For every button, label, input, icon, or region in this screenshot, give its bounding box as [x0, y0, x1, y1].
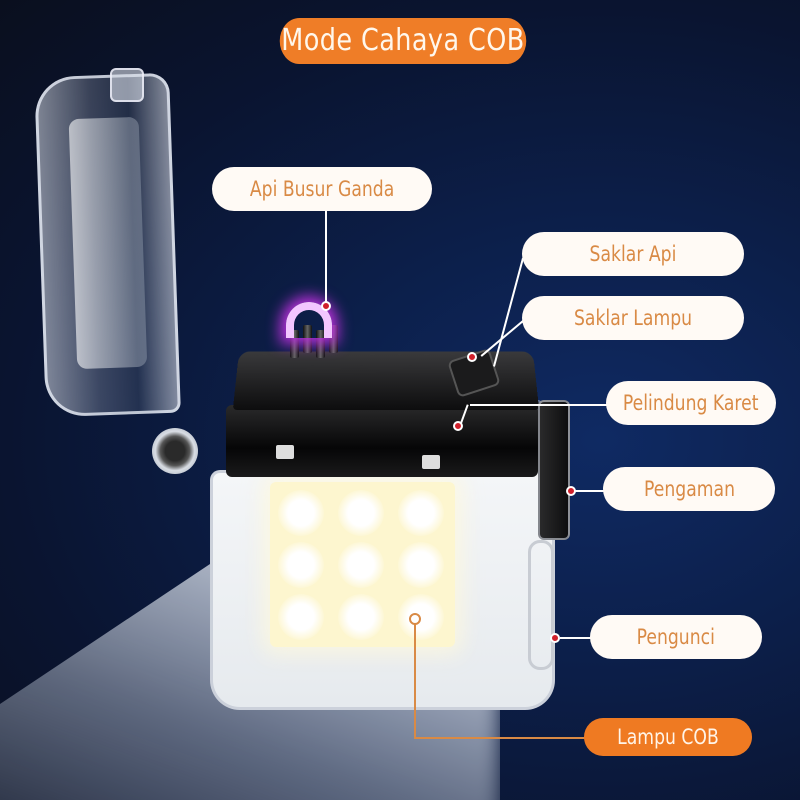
callout-line-safety	[575, 490, 610, 492]
label-text: Pelindung Karet	[623, 391, 759, 415]
marker-ring	[409, 613, 421, 625]
label-safety: Pengaman	[603, 467, 775, 511]
label-text: Api Busur Ganda	[249, 177, 395, 201]
led	[338, 542, 384, 588]
plasma-arc	[286, 302, 332, 338]
electrode	[316, 330, 325, 358]
led	[338, 594, 384, 640]
label-rubber-seal: Pelindung Karet	[606, 381, 776, 425]
safety-clip	[538, 400, 570, 540]
cob-light-panel	[270, 482, 455, 647]
black-band	[226, 405, 538, 477]
label-fire-switch: Saklar Api	[522, 232, 744, 276]
callout-line-arc	[325, 210, 327, 310]
led	[398, 542, 444, 588]
label-text: Pengaman	[643, 477, 735, 501]
electrode	[329, 325, 338, 353]
label-text: Pengunci	[636, 625, 716, 649]
electrode	[290, 330, 299, 358]
lid-window	[68, 116, 148, 370]
led	[398, 594, 444, 640]
callout-line-cob-horizontal	[414, 737, 590, 739]
marker-dot	[321, 301, 331, 311]
label-text: Lampu COB	[617, 725, 719, 749]
led	[278, 594, 324, 640]
hinge-screw	[152, 428, 198, 474]
label-lock: Pengunci	[590, 615, 762, 659]
marker-dot	[550, 633, 560, 643]
open-lid	[34, 72, 181, 418]
marker-dot	[453, 421, 463, 431]
marker-dot	[566, 486, 576, 496]
label-lamp-switch: Saklar Lampu	[522, 296, 744, 340]
electrode	[303, 325, 312, 353]
led	[278, 490, 324, 536]
label-text: Saklar Api	[589, 242, 677, 266]
lid-top-nub	[110, 68, 144, 102]
callout-line-cob-vertical	[414, 624, 416, 738]
indicator	[276, 445, 294, 459]
led	[398, 490, 444, 536]
callout-line-seal	[470, 404, 610, 406]
callout-line-lock	[560, 637, 595, 639]
led	[338, 490, 384, 536]
label-cob-lamp: Lampu COB	[584, 718, 752, 756]
marker-dot	[467, 352, 477, 362]
label-text: Saklar Lampu	[573, 306, 693, 330]
label-dual-arc: Api Busur Ganda	[212, 167, 432, 211]
led	[278, 542, 324, 588]
lock-latch	[528, 540, 554, 670]
page-title: Mode Cahaya COB	[279, 18, 527, 64]
indicator	[422, 455, 440, 469]
